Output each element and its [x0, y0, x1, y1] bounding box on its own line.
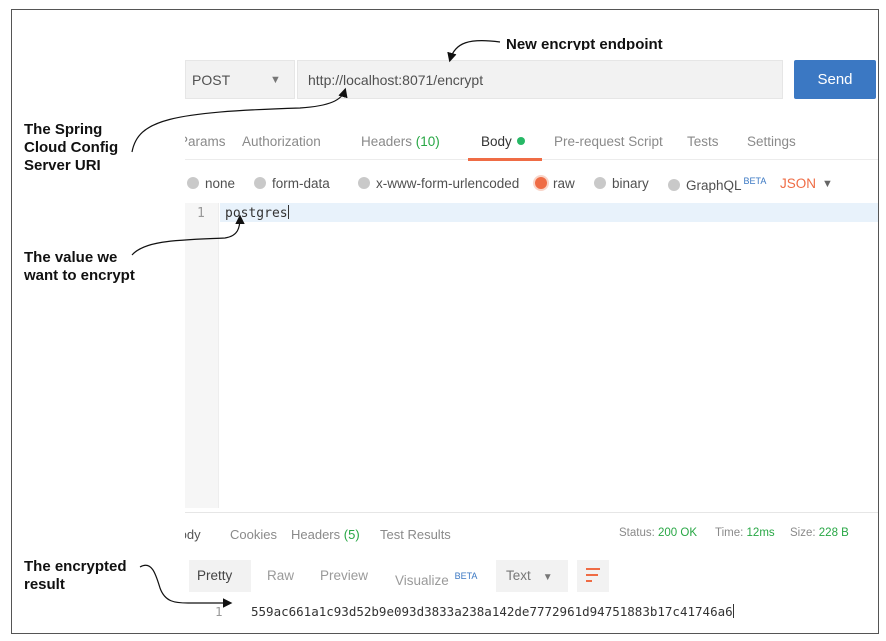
beta-badge: BETA: [743, 176, 767, 186]
postman-app: POST ▼ http://localhost:8071/encrypt Sen…: [185, 50, 878, 633]
view-pretty-button[interactable]: Pretty: [189, 560, 251, 592]
time-label: Time:: [715, 527, 744, 539]
send-button[interactable]: Send: [794, 60, 876, 99]
tab-label: Headers: [361, 134, 413, 149]
radio-label: binary: [612, 176, 649, 191]
radio-icon: [594, 177, 606, 189]
request-tabs: Params Authorization Headers (10) Body P…: [185, 122, 878, 160]
radio-binary[interactable]: binary: [594, 176, 649, 191]
callout-uri: The Spring Cloud Config Server URI: [24, 121, 118, 175]
format-label: Text: [506, 568, 531, 583]
response-tabs: Body Cookies Headers (5) Test Results St…: [185, 512, 878, 550]
url-value: http://localhost:8071/encrypt: [308, 72, 484, 88]
editor-text: postgres: [225, 206, 288, 221]
view-preview-button[interactable]: Preview: [320, 568, 369, 583]
size-label: Size:: [790, 527, 816, 539]
radio-label: form-data: [272, 176, 330, 191]
line-number: 1: [197, 206, 205, 221]
tab-label: Body: [481, 134, 512, 149]
time-info: Time: 12ms: [715, 527, 775, 539]
callout-uri-line: Cloud Config: [24, 139, 119, 156]
radio-label: none: [205, 176, 236, 191]
word-wrap-button[interactable]: [577, 560, 609, 592]
body-type-options: none form-data x-www-form-urlencoded raw…: [185, 174, 878, 196]
headers-count: (5): [343, 527, 360, 542]
status-info: Status: 200 OK: [619, 527, 697, 539]
radio-icon: [254, 177, 266, 189]
tab-response-body[interactable]: Body: [185, 527, 201, 542]
tab-authorization[interactable]: Authorization: [242, 134, 321, 149]
callout-uri-line: The Spring: [24, 121, 103, 138]
request-body-editor[interactable]: 1 postgres: [185, 203, 878, 508]
size-info: Size: 228 B: [790, 527, 849, 539]
response-view-toolbar: Pretty Raw Preview Visualize BETA Text ▼: [185, 560, 878, 594]
radio-label: raw: [553, 176, 575, 191]
view-raw-button[interactable]: Raw: [267, 568, 295, 583]
status-value: 200 OK: [658, 527, 698, 539]
line-gutter: 1: [185, 203, 219, 508]
radio-icon: [358, 177, 370, 189]
radio-label: x-www-form-urlencoded: [376, 176, 520, 191]
tab-label: Authorization: [242, 134, 321, 149]
callout-result-line: result: [24, 576, 65, 593]
beta-badge: BETA: [454, 571, 478, 581]
chevron-down-icon: ▼: [270, 74, 281, 86]
callout-result: The encrypted result: [24, 558, 127, 594]
status-label: Status:: [619, 527, 655, 539]
editor-line: postgres: [225, 205, 289, 221]
url-input[interactable]: http://localhost:8071/encrypt: [297, 60, 783, 99]
callout-uri-line: Server URI: [24, 157, 101, 174]
callout-value-line: want to encrypt: [24, 267, 135, 284]
tab-params[interactable]: Params: [185, 134, 226, 149]
radio-icon: [187, 177, 199, 189]
callout-endpoint: New encrypt endpoint: [506, 36, 663, 53]
tab-settings[interactable]: Settings: [747, 134, 796, 149]
tab-body[interactable]: Body: [481, 134, 525, 149]
word-wrap-icon: [586, 568, 600, 584]
view-visualize-button[interactable]: Visualize BETA: [387, 560, 485, 592]
radio-raw[interactable]: raw: [535, 176, 575, 191]
callout-value: The value we want to encrypt: [24, 249, 135, 285]
tab-label: Headers: [291, 527, 341, 542]
callout-result-line: The encrypted: [24, 558, 127, 575]
response-body[interactable]: 1 559ac661a1c93d52b9e093d3833a238a142de7…: [185, 601, 878, 623]
tab-test-results[interactable]: Test Results: [380, 527, 451, 542]
radio-icon: [668, 179, 680, 191]
method-select[interactable]: POST ▼: [185, 60, 295, 99]
figure-frame: New encrypt endpoint The Spring Cloud Co…: [11, 9, 879, 634]
text-cursor: [732, 604, 734, 618]
radio-label: GraphQL: [686, 178, 742, 193]
chevron-down-icon: ▼: [542, 572, 553, 583]
radio-form-data[interactable]: form-data: [254, 176, 330, 191]
tab-cookies[interactable]: Cookies: [230, 527, 277, 542]
tab-headers[interactable]: Headers (10): [361, 134, 440, 149]
tab-tests[interactable]: Tests: [687, 134, 719, 149]
active-line-highlight: [220, 203, 878, 222]
radio-selected-icon: [535, 177, 547, 189]
text-cursor: [287, 205, 289, 219]
callout-value-line: The value we: [24, 249, 118, 266]
chevron-down-icon[interactable]: ▼: [822, 178, 833, 190]
radio-urlencoded[interactable]: x-www-form-urlencoded: [358, 176, 519, 191]
method-label: POST: [192, 72, 231, 88]
tab-prerequest[interactable]: Pre-request Script: [554, 134, 663, 149]
size-value: 228 B: [818, 527, 849, 539]
format-select[interactable]: JSON: [780, 176, 817, 191]
radio-none[interactable]: none: [187, 176, 235, 191]
encrypted-value: 559ac661a1c93d52b9e093d3833a238a142de777…: [251, 604, 733, 619]
active-tab-indicator: [468, 158, 542, 161]
response-format-select[interactable]: Text ▼: [496, 560, 568, 592]
modified-dot-icon: [516, 137, 525, 145]
headers-count: (10): [415, 134, 440, 149]
response-text: 559ac661a1c93d52b9e093d3833a238a142de777…: [251, 604, 734, 619]
visualize-label: Visualize: [395, 573, 449, 588]
tab-response-headers[interactable]: Headers (5): [291, 527, 360, 542]
time-value: 12ms: [746, 527, 775, 539]
line-number: 1: [215, 604, 223, 619]
